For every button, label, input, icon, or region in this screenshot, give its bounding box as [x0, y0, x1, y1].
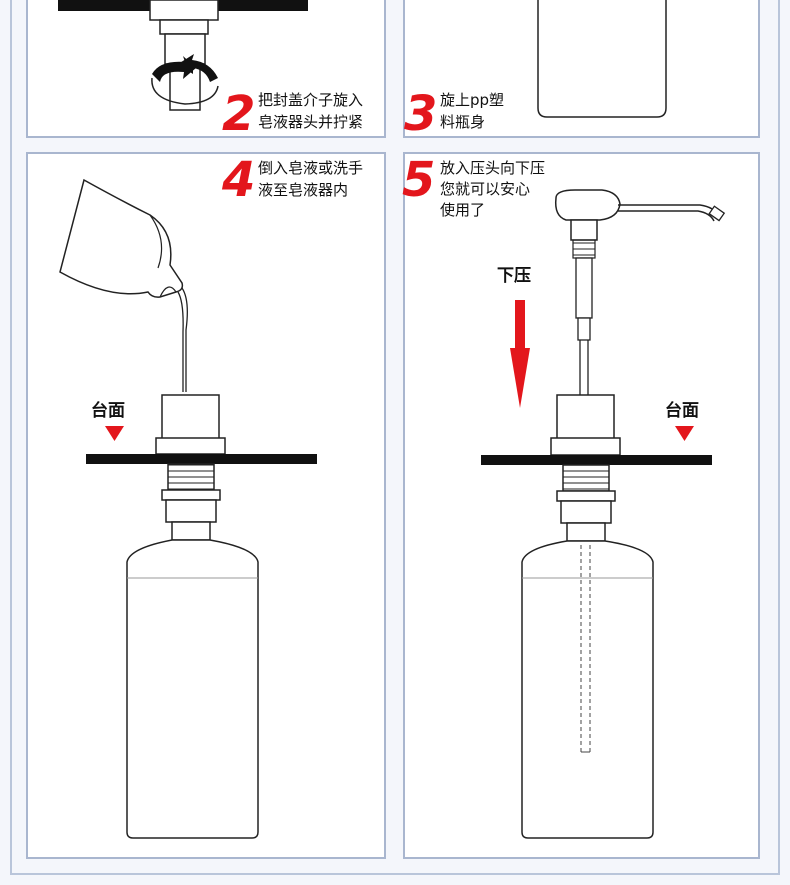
step2-cap-drawing — [58, 0, 308, 111]
step4-number: 4 — [222, 152, 256, 208]
step3-line2: 料瓶身 — [440, 113, 486, 131]
outer-frame-right — [778, 0, 780, 875]
step2-number: 2 — [222, 86, 256, 142]
outer-frame-bottom — [10, 873, 780, 875]
step5-line1: 放入压头向下压 — [440, 159, 546, 177]
step2-line2: 皂液器头并拧紧 — [258, 113, 364, 131]
step5-line2: 您就可以安心 — [440, 180, 531, 198]
step5-number: 5 — [402, 152, 436, 208]
step3-number: 3 — [404, 86, 438, 142]
step3-bottle-drawing — [537, 0, 667, 118]
countertop-label-right: 台面 — [665, 401, 699, 421]
press-down-label: 下压 — [497, 266, 531, 286]
step2-line1: 把封盖介子旋入 — [258, 91, 364, 109]
step4-pour-drawing — [59, 178, 317, 839]
countertop-label-left: 台面 — [91, 401, 125, 421]
step4-line2: 液至皂液器内 — [258, 181, 349, 199]
step3-line1: 旋上pp塑 — [440, 91, 505, 109]
step4-line1: 倒入皂液或洗手 — [258, 159, 364, 177]
step5-line3: 使用了 — [440, 201, 486, 219]
outer-frame-left — [10, 0, 12, 875]
step5-press-drawing — [481, 189, 726, 839]
